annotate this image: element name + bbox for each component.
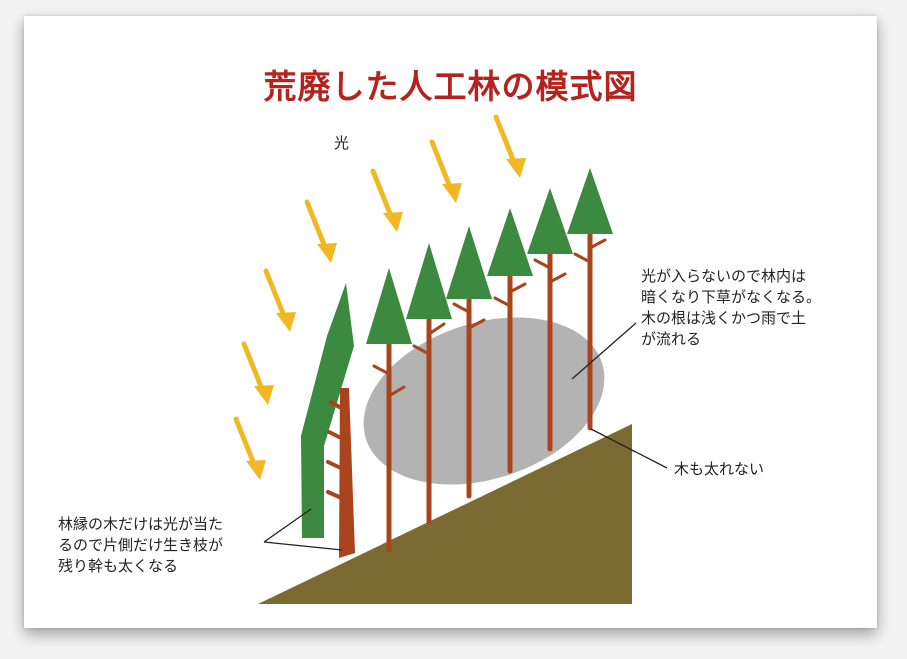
leader-line-edge-trunk [263,541,343,551]
page-title: 荒廃した人工林の模式図 [263,67,638,106]
forest-interior-label: 光が入らないので林内は 暗くなり下草がなくなる。 木の根は浅くかつ雨で土 が流れ… [641,267,822,348]
light-arrow [493,114,526,178]
light-arrow [429,139,462,203]
diagram-card: 荒廃した人工林の模式図 [24,16,877,628]
leader-line-interior [571,322,637,380]
light-arrow [370,168,403,232]
tree [527,188,573,452]
edge-tree-branch [327,430,349,443]
edge-tree-branch [326,460,349,473]
forest-diagram [233,114,668,604]
shaded-interior [363,317,605,485]
edge-tree-branch [326,490,350,503]
edge-trees-label: 林縁の木だけは光が当た るので片側だけ生き枝が 残り幹も太くなる [58,515,224,575]
leader-line-trunks [590,428,668,469]
thin-trunks-label: 木も太れない [674,460,765,478]
light-arrows [233,114,526,480]
tree [446,226,492,499]
interior-trees [366,168,613,553]
tree [487,208,533,474]
edge-tree-branch [329,400,348,413]
tree [366,268,412,553]
light-arrow [233,416,266,480]
edge-tree-foliage [301,283,354,538]
leader-line-edge-foliage [263,508,312,543]
light-arrow [263,268,296,332]
light-label: 光 [334,134,350,152]
edge-tree [301,283,355,558]
light-arrow [241,341,274,405]
leader-lines [263,322,668,551]
ground-slope [258,424,632,604]
tree [567,168,613,431]
tree [406,243,452,525]
light-arrow [304,199,337,263]
